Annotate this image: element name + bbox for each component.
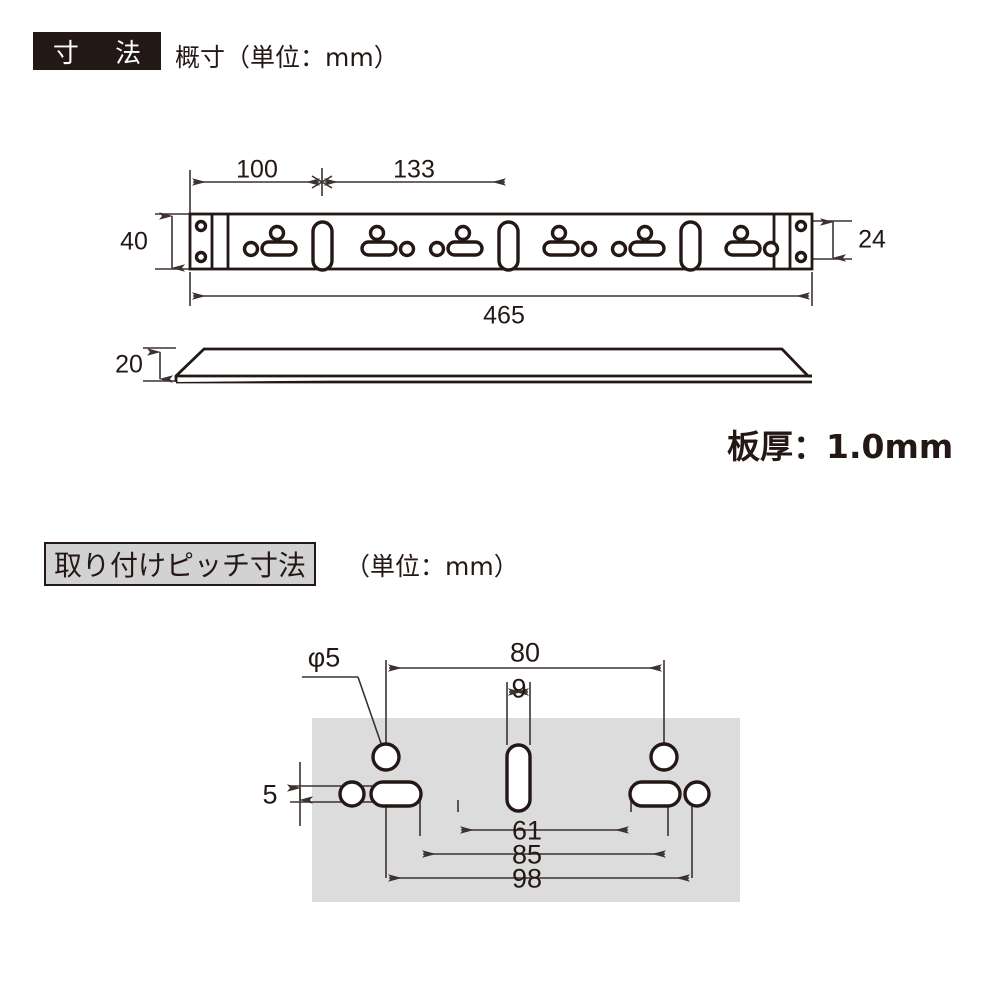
dimension-line-100	[192, 168, 333, 196]
section-tag-mounting-pitch: 取り付けピッチ寸法	[44, 542, 317, 586]
dimension-label-phi5: φ5	[307, 642, 341, 673]
mounting-pitch-drawing-svg	[287, 660, 740, 902]
hole-clusters	[242, 220, 780, 272]
dimension-line-24	[812, 218, 852, 262]
dimension-drawing-svg	[143, 168, 852, 384]
dimension-label-61: 61	[511, 815, 543, 846]
plate-thickness-note: 板厚：1.0mm	[727, 427, 954, 466]
dimension-line-20	[143, 347, 176, 383]
diameter-leader-line	[302, 676, 388, 755]
dimension-label-100: 100	[236, 155, 278, 184]
dimension-label-85: 85	[511, 839, 543, 870]
dimension-label-133: 133	[393, 155, 435, 184]
section-tag-dimensions: 寸 法	[33, 32, 161, 70]
section-subtitle-dimensions: 概寸（単位：mm）	[175, 43, 399, 72]
dimension-label-9: 9	[511, 673, 527, 704]
bracket-side-view	[174, 347, 812, 384]
dimension-label-5: 5	[262, 779, 278, 810]
mounting-holes	[338, 742, 711, 813]
section-subtitle-mounting-pitch: （単位：mm）	[345, 552, 519, 581]
dimension-label-40: 40	[120, 227, 148, 256]
dimension-label-20: 20	[115, 350, 143, 379]
dimension-label-24: 24	[858, 225, 886, 254]
dimension-label-98: 98	[511, 863, 543, 894]
dimension-label-465: 465	[483, 301, 525, 330]
dimension-line-40	[155, 212, 192, 272]
dimension-label-80: 80	[509, 637, 541, 668]
